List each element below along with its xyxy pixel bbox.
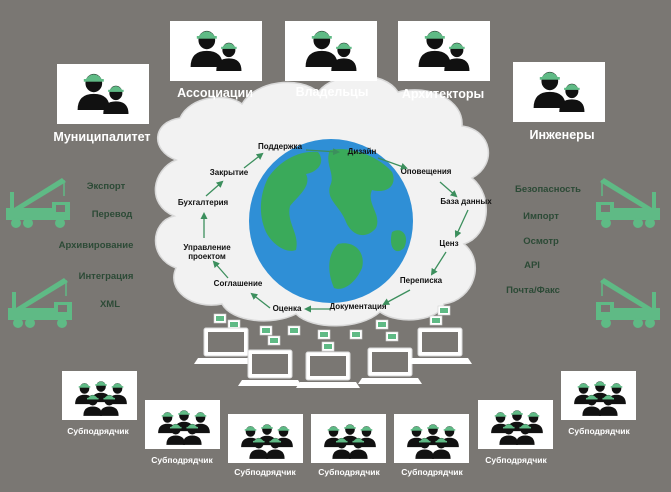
stakeholder-card-5	[513, 62, 605, 122]
subcontractor-label: Субподрядчик	[67, 426, 129, 436]
people-icon	[533, 71, 585, 112]
cycle-arrow	[377, 157, 408, 170]
feature-label: Интеграция	[79, 271, 134, 282]
cycle-arrow	[382, 289, 411, 305]
subcontractor-card-7	[561, 371, 636, 420]
subcontractor-label: Субподрядчик	[401, 467, 463, 477]
stakeholders: Муниципалитет Ассоциации Владельцы Архитект…	[53, 85, 594, 144]
stakeholder-label: Владельцы	[296, 85, 369, 99]
people-group-icon	[324, 424, 376, 459]
subcontractor-card-2	[145, 400, 220, 449]
people-icon	[305, 30, 357, 71]
subcontractor-card-6	[478, 400, 553, 449]
people-group-icon	[574, 381, 626, 416]
subcontractor-card-4	[311, 414, 386, 463]
cycle-step-label: Оценка	[273, 304, 302, 313]
globe-icon	[249, 139, 413, 303]
people-icon	[418, 30, 470, 71]
cycle-step-label: База данных	[440, 197, 492, 206]
cycle-arrow	[439, 181, 458, 198]
subcontractor-label: Субподрядчик	[318, 467, 380, 477]
people-group-icon	[75, 381, 127, 416]
people-group-icon	[241, 424, 293, 459]
cycle-arrow	[212, 260, 229, 279]
people-icon	[190, 30, 242, 71]
laptop-icon	[238, 349, 302, 386]
subcontractor-card-3	[228, 414, 303, 463]
subcontractor-card-1	[62, 371, 137, 420]
subcontractor-label: Субподрядчик	[151, 455, 213, 465]
subcontractor-label: Субподрядчик	[234, 467, 296, 477]
feature-label: Почта/Факс	[506, 285, 560, 296]
cycle-step-label: Соглашение	[214, 279, 263, 288]
feature-label: Экспорт	[87, 181, 126, 192]
cycle-arrow	[305, 148, 340, 156]
laptop-icon	[194, 327, 258, 364]
cycle-arrow	[454, 209, 469, 238]
cycle-step-label: Переписка	[400, 276, 443, 285]
people-group-icon	[407, 424, 459, 459]
feature-label: Безопасность	[515, 184, 581, 195]
feature-label: Архивирование	[59, 240, 134, 251]
crane-truck-icon	[596, 178, 660, 228]
stakeholder-card-3	[285, 21, 377, 81]
cycle-step-label: Бухгалтерия	[178, 198, 229, 207]
crane-truck-icon	[596, 278, 660, 328]
laptop-icon	[408, 327, 472, 364]
cycle-step-label: Закрытие	[210, 168, 249, 177]
cycle-arrow	[243, 152, 264, 169]
subcontractor-card-5	[394, 414, 469, 463]
cycle-step-label: Оповещения	[401, 167, 452, 176]
stakeholder-label: Муниципалитет	[53, 130, 150, 144]
cycle-step-label: Поддержка	[258, 142, 303, 151]
stakeholder-card-4	[398, 21, 490, 81]
stakeholder-label: Ассоциации	[177, 86, 253, 100]
stakeholder-label: Инженеры	[530, 128, 595, 142]
feature-label: API	[524, 260, 540, 271]
laptop-icon	[296, 351, 360, 388]
feature-label: Перевод	[92, 209, 133, 220]
feature-label: Импорт	[523, 211, 559, 222]
stakeholder-card-2	[170, 21, 262, 81]
people-group-icon	[158, 410, 210, 445]
laptop-icon	[358, 347, 422, 384]
subcontractor-label: Субподрядчик	[485, 455, 547, 465]
laptops	[213, 305, 451, 352]
cycle-step-label: Документация	[329, 302, 386, 311]
cycle-step-label: Дизайн	[348, 147, 377, 156]
feature-label: Осмотр	[523, 236, 559, 247]
crane-truck-icon	[8, 278, 72, 328]
stakeholder-label: Архитекторы	[402, 87, 484, 101]
people-group-icon	[491, 410, 543, 445]
cycle-arrow	[250, 292, 271, 309]
feature-label: XML	[100, 299, 120, 310]
stakeholder-card-1	[57, 64, 149, 124]
cycle-arrow	[205, 180, 224, 197]
subcontractor-label: Субподрядчик	[568, 426, 630, 436]
cycle-arrow	[430, 251, 447, 276]
crane-truck-icon	[6, 178, 70, 228]
cycle-step-label: Ценз	[439, 239, 458, 248]
people-icon	[77, 73, 129, 114]
